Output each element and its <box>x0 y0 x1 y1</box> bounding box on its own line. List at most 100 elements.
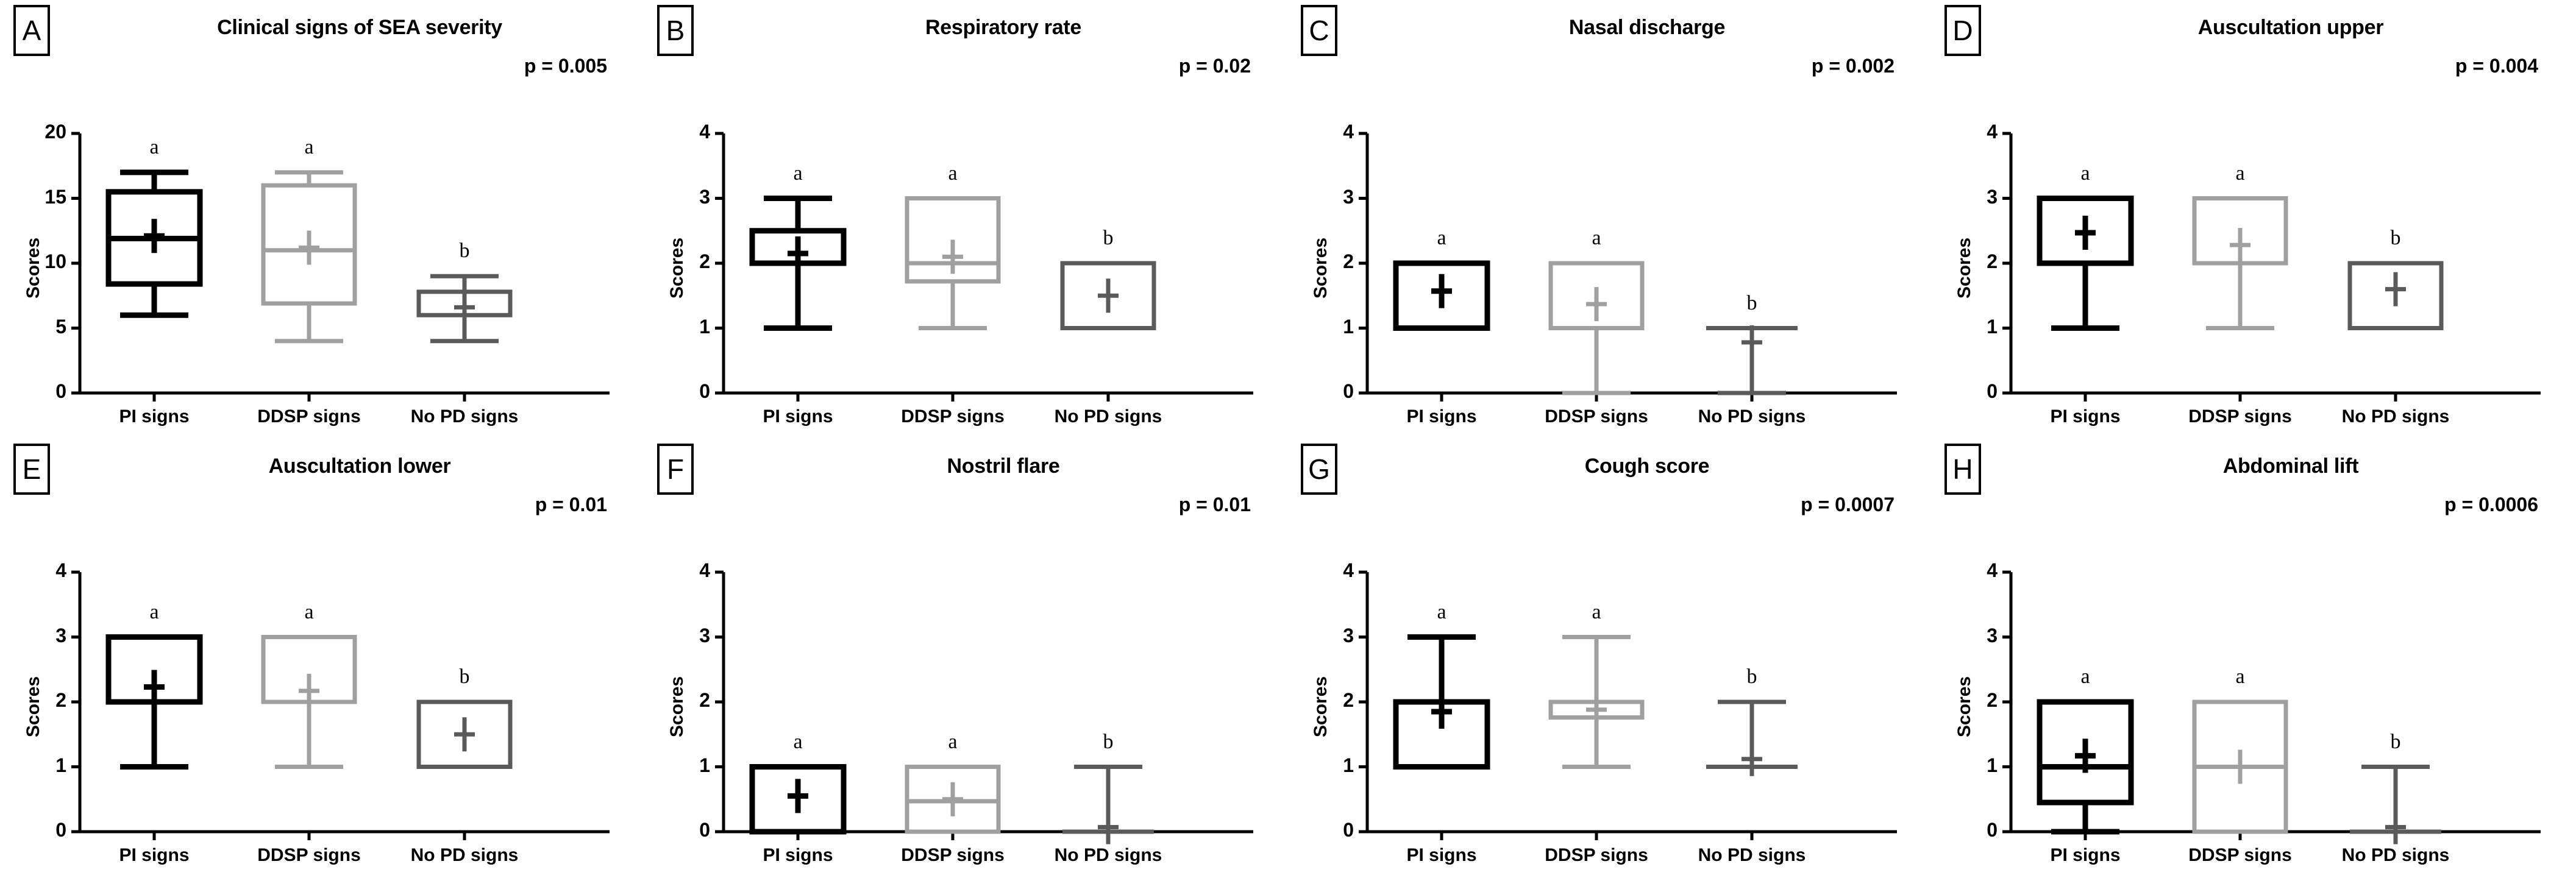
box-rect <box>1393 260 1490 331</box>
panel-title: Nostril flare <box>947 455 1060 478</box>
y-tick-label: 1 <box>55 754 66 776</box>
y-tick-label: 4 <box>699 559 710 581</box>
y-tick-label: 0 <box>1343 819 1354 841</box>
box-rect <box>2037 699 2134 805</box>
panel-title: Abdominal lift <box>2222 455 2359 478</box>
x-tick-label: DDSP signs <box>1545 406 1648 427</box>
y-tick-label: 0 <box>699 819 710 841</box>
significance-letter: a <box>1592 600 1601 623</box>
panel-letter-h: H <box>1944 444 1981 495</box>
p-value-annotation: p = 0.01 <box>1178 494 1251 515</box>
x-tick-label: PI signs <box>2050 406 2121 427</box>
panel-title: Auscultation upper <box>2197 16 2384 39</box>
x-tick-label: No PD signs <box>410 845 519 865</box>
y-tick-label: 3 <box>699 624 710 646</box>
p-value-annotation: p = 0.02 <box>1178 55 1251 77</box>
significance-letter: a <box>2235 665 2245 688</box>
y-tick-label: 2 <box>1343 250 1354 272</box>
y-tick-label: 4 <box>1343 559 1354 581</box>
y-tick-label: 1 <box>1343 754 1354 776</box>
y-tick-label: 0 <box>1987 380 1998 402</box>
panel-letter-g: G <box>1301 444 1337 495</box>
significance-letter: a <box>948 730 958 753</box>
y-tick-label: 2 <box>1343 689 1354 711</box>
y-tick-label: 2 <box>1987 689 1998 711</box>
box-rect <box>2037 196 2134 266</box>
y-tick-label: 1 <box>1987 315 1998 338</box>
p-value-annotation: p = 0.005 <box>524 55 607 77</box>
panel-letter-f: F <box>657 444 694 495</box>
box-rect <box>2192 196 2288 266</box>
box-rect <box>905 196 1001 284</box>
x-tick-label: No PD signs <box>1698 845 1806 865</box>
x-tick-label: No PD signs <box>1054 406 1162 427</box>
significance-letter: b <box>459 239 470 263</box>
box-rect <box>261 183 357 306</box>
y-tick-label: 2 <box>1987 250 1998 272</box>
y-tick-label: 2 <box>699 250 710 272</box>
y-tick-label: 0 <box>1987 819 1998 841</box>
x-tick-label: PI signs <box>763 406 833 427</box>
significance-letter: a <box>793 161 803 185</box>
significance-letter: b <box>2390 730 2401 753</box>
significance-letter: a <box>2235 161 2245 185</box>
y-tick-label: 4 <box>55 559 66 581</box>
significance-letter: a <box>1437 227 1446 249</box>
x-tick-label: No PD signs <box>2341 406 2450 427</box>
panel-title: Cough score <box>1584 455 1710 478</box>
significance-letter: a <box>793 730 803 753</box>
x-tick-label: DDSP signs <box>2188 406 2292 427</box>
significance-letter: a <box>1592 227 1601 249</box>
y-tick-label: 1 <box>1987 754 1998 776</box>
x-tick-label: PI signs <box>763 845 833 865</box>
box-rect <box>1060 261 1156 330</box>
x-tick-label: DDSP signs <box>257 845 361 865</box>
significance-letter: b <box>1103 730 1114 753</box>
significance-letter: a <box>304 135 314 158</box>
x-tick-label: DDSP signs <box>901 845 1005 865</box>
plot-area <box>1359 132 1897 402</box>
significance-letter: a <box>1437 600 1446 623</box>
plot-area <box>2002 132 2541 402</box>
panel-letter-e: E <box>13 444 50 495</box>
panel-title: Nasal discharge <box>1568 16 1726 39</box>
y-tick-label: 0 <box>55 819 66 841</box>
box-rect <box>1548 261 1645 330</box>
p-value-annotation: p = 0.0006 <box>2444 494 2538 515</box>
significance-letter: a <box>948 161 958 185</box>
box-rect <box>749 764 847 835</box>
x-tick-label: DDSP signs <box>2188 845 2292 865</box>
x-tick-label: DDSP signs <box>257 406 361 427</box>
significance-letter: b <box>459 665 470 688</box>
y-tick-label: 3 <box>1343 185 1354 208</box>
x-tick-label: PI signs <box>119 406 190 427</box>
x-tick-label: PI signs <box>1406 845 1477 865</box>
y-tick-label: 1 <box>699 315 710 338</box>
y-tick-label: 1 <box>1343 315 1354 338</box>
panel-letter-b: B <box>657 5 694 56</box>
y-tick-label: 20 <box>44 121 66 143</box>
significance-letter: b <box>1746 665 1757 688</box>
plot-area <box>715 570 1253 844</box>
y-tick-label: 3 <box>1343 624 1354 646</box>
y-tick-label: 2 <box>55 689 66 711</box>
x-tick-label: PI signs <box>2050 845 2121 865</box>
p-value-annotation: p = 0.0007 <box>1801 494 1895 515</box>
box-rect <box>2347 261 2444 330</box>
y-tick-label: 0 <box>699 380 710 402</box>
box-rect <box>416 699 513 769</box>
y-tick-label: 4 <box>699 121 710 143</box>
y-tick-label: 3 <box>55 624 66 646</box>
panel-letter-d: D <box>1944 5 1981 56</box>
significance-letter: a <box>149 600 159 623</box>
x-tick-label: PI signs <box>1406 406 1477 427</box>
significance-letter: b <box>2390 227 2401 249</box>
